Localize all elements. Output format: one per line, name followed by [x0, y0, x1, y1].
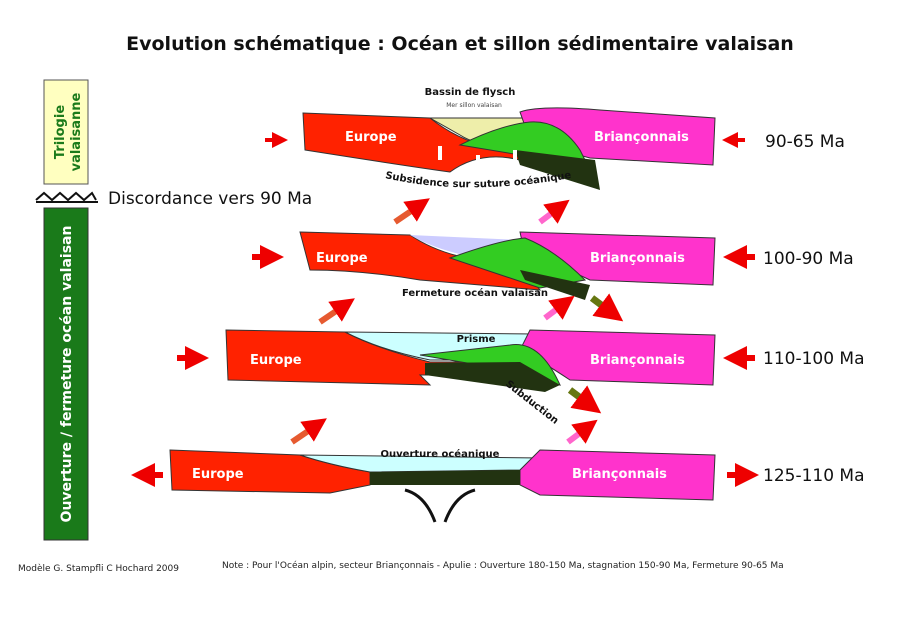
panel-90-65: Europe Briançonnais Bassin de flysch Mer… — [265, 87, 845, 190]
ouverture-label: Ouverture / fermeture océan valaisan — [59, 226, 75, 523]
panel-110-100: Europe Briançonnais Prisme Subduction 11… — [177, 329, 865, 427]
discordance-symbol — [35, 191, 97, 202]
trilogie-box — [43, 79, 89, 185]
brianconnais-label: Briançonnais — [594, 130, 689, 145]
brianconnais-label: Briançonnais — [590, 251, 685, 266]
prisme-label: Prisme — [457, 334, 496, 345]
age-label: 125-110 Ma — [763, 466, 865, 486]
trilogie-label-1: Trilogie — [53, 105, 68, 159]
europe-label: Europe — [250, 353, 302, 368]
upwelling-arrow-right — [443, 488, 476, 523]
brianconnais-label: Briançonnais — [572, 467, 667, 482]
credit-text: Modèle G. Stampfli C Hochard 2009 — [18, 563, 179, 574]
europe-label: Europe — [345, 130, 397, 145]
ouverture-oceanique-label: Ouverture océanique — [381, 448, 500, 460]
discordance-label: Discordance vers 90 Ma — [108, 189, 312, 209]
subsidence-label: Subsidence sur suture océanique — [384, 170, 572, 190]
mer-sillon-label: Mer sillon valaisan — [446, 102, 502, 109]
age-label: 110-100 Ma — [763, 349, 865, 369]
panel-125-110: Europe Briançonnais Ouverture océanique … — [131, 448, 865, 523]
bassin-flysch-label: Bassin de flysch — [425, 87, 516, 98]
europe-label: Europe — [192, 467, 244, 482]
note-text: Note : Pour l'Océan alpin, secteur Brian… — [222, 560, 784, 571]
panel-100-90: Europe Briançonnais Fermeture océan vala… — [252, 231, 854, 300]
page-title: Evolution schématique : Océan et sillon … — [126, 33, 794, 55]
fermeture-label: Fermeture océan valaisan — [402, 287, 548, 299]
upwelling-arrow-left — [404, 488, 437, 523]
ouverture-bar — [43, 207, 89, 541]
trilogie-label-2: valaisanne — [69, 92, 84, 171]
europe-label: Europe — [316, 251, 368, 266]
age-label: 100-90 Ma — [763, 249, 854, 269]
age-label: 90-65 Ma — [765, 132, 845, 152]
motion-arrows — [290, 146, 624, 445]
brianconnais-label: Briançonnais — [590, 353, 685, 368]
